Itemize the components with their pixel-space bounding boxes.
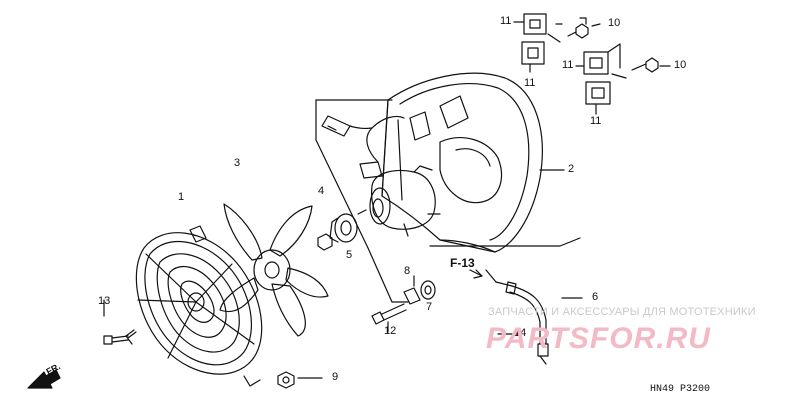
fan-shroud [381, 72, 543, 253]
nut-9 [277, 371, 323, 389]
spacer-5 [329, 213, 358, 243]
ref-arrow [469, 269, 483, 279]
callout-11-upper-mid: 11 [524, 77, 536, 89]
fr-arrow-icon [27, 369, 61, 389]
callout-13: 13 [98, 295, 111, 307]
callout-10-upper: 10 [608, 17, 621, 29]
callout-4: 4 [318, 185, 325, 197]
bolt-10-lower [631, 57, 671, 73]
bolt-12 [371, 303, 407, 333]
fan-blade [219, 203, 329, 337]
leader-lines [315, 99, 581, 303]
overflow-pipe [485, 269, 583, 365]
motor-wire-harness [321, 115, 405, 163]
callout-11-upper-left: 11 [500, 15, 512, 27]
clip-upper-left [513, 13, 547, 35]
grommet-7 [420, 280, 436, 300]
clip-lower-left [575, 43, 621, 75]
callout-6: 6 [592, 291, 599, 303]
diagram-code: HN49 P3200 [650, 384, 711, 395]
clip-bracket-lines [547, 23, 627, 79]
collar-8 [403, 275, 421, 305]
callout-1: 1 [178, 191, 185, 203]
nut-4 [317, 233, 333, 251]
bolt-10-upper [567, 17, 601, 39]
watermark-logo: PARTSFOR.RU [486, 322, 711, 355]
clip-lower-mid [585, 81, 611, 115]
callout-11-lower-left: 11 [562, 59, 574, 71]
fan-guard [125, 225, 263, 387]
callout-11-lower-mid: 11 [590, 115, 602, 127]
callout-2: 2 [568, 163, 575, 175]
watermark-tagline: ЗАПЧАСТИ И АКСЕССУАРЫ ДЛЯ МОТОТЕХНИКИ [488, 306, 756, 318]
callout-7: 7 [426, 301, 433, 313]
callout-12: 12 [384, 325, 397, 337]
fan-motor [357, 161, 441, 237]
callout-8: 8 [404, 265, 411, 277]
callout-3: 3 [234, 157, 241, 169]
callout-5: 5 [346, 249, 353, 261]
bolt-13 [103, 299, 137, 345]
callout-9: 9 [332, 371, 339, 383]
callout-10-lower: 10 [674, 59, 687, 71]
callout-14: 14 [514, 327, 527, 339]
reference-label: F-13 [450, 256, 475, 270]
clip-upper-mid [521, 41, 545, 73]
